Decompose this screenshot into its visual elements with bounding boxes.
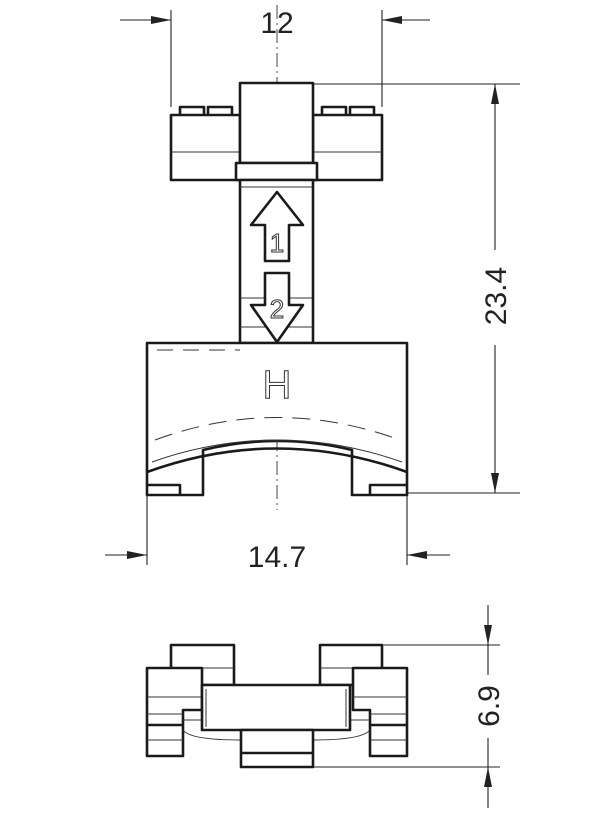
dimension-label-23-4: 23.4 bbox=[480, 267, 513, 325]
dimension-label-6-9: 6.9 bbox=[473, 685, 506, 727]
arrow-down-number: 2 bbox=[270, 294, 284, 324]
right-side-block bbox=[351, 666, 409, 758]
dimension-depth: 6.9 bbox=[313, 605, 506, 808]
left-clip-block bbox=[169, 105, 242, 182]
front-view: 1 2 H bbox=[145, 5, 409, 510]
right-top-tab bbox=[318, 643, 384, 687]
dimension-label-12: 12 bbox=[260, 7, 293, 40]
dimension-bottom-width: 14.7 bbox=[105, 495, 450, 574]
dimension-height: 23.4 bbox=[313, 83, 520, 494]
bottom-tab bbox=[239, 728, 315, 769]
top-center-block bbox=[234, 81, 319, 182]
arrow-down-icon: 2 bbox=[249, 271, 305, 344]
arrow-up-icon: 1 bbox=[249, 190, 305, 263]
dimension-top-width: 12 bbox=[120, 7, 430, 107]
side-view bbox=[145, 643, 409, 769]
right-clip-block bbox=[311, 105, 384, 182]
center-block bbox=[200, 683, 352, 732]
dimension-label-14-7: 14.7 bbox=[248, 541, 306, 574]
letter-marking: H bbox=[263, 363, 292, 407]
arrow-up-number: 1 bbox=[270, 228, 284, 258]
left-side-block bbox=[145, 666, 204, 758]
